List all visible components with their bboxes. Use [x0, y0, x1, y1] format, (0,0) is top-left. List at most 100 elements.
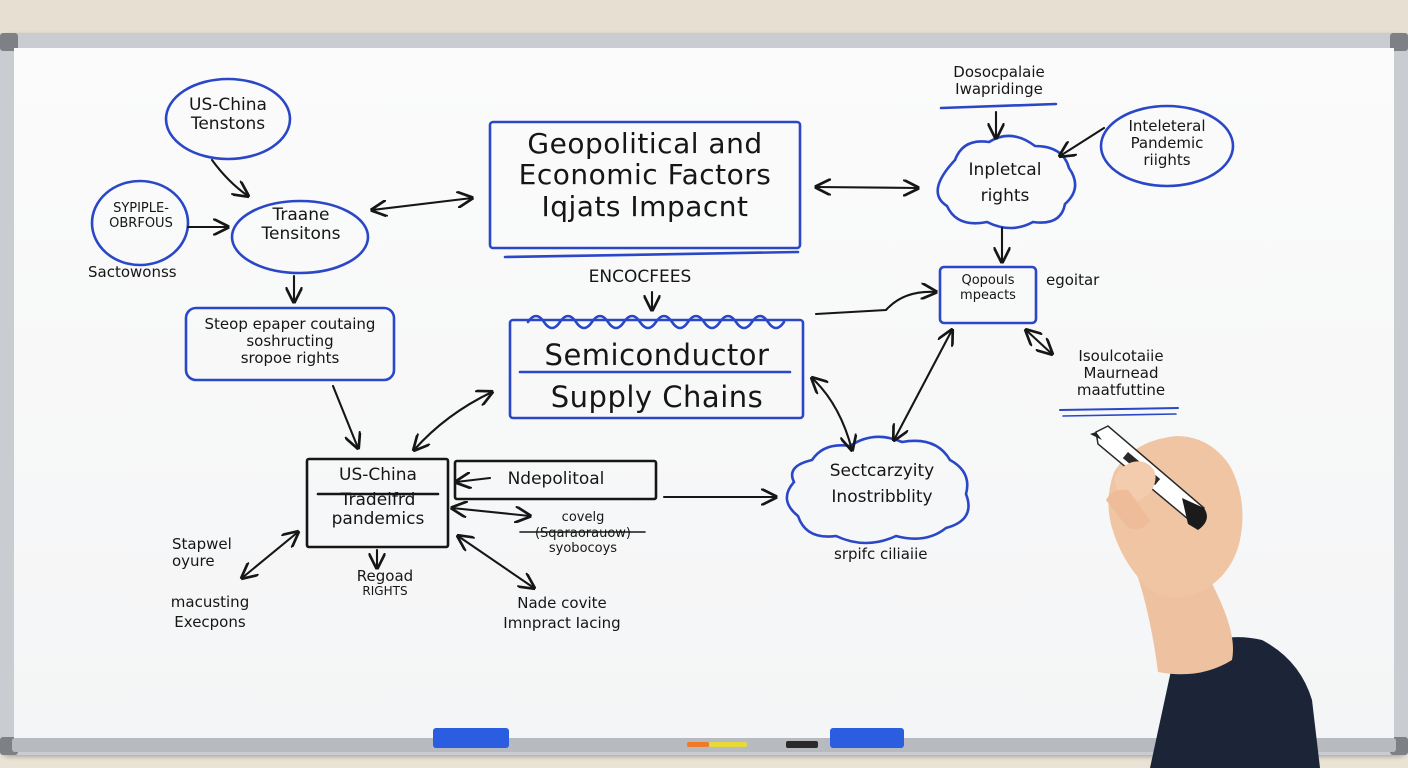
- node-line: (Sqaraorauow): [534, 525, 631, 541]
- dosocpalaie-label: Dosocpalaie Iwapridinge: [934, 64, 1064, 98]
- eraser-icon[interactable]: [786, 741, 818, 748]
- node-line: Tensitons: [261, 224, 341, 245]
- node-line: riights: [1143, 150, 1191, 169]
- node-line: Dosocpalaie: [953, 63, 1045, 81]
- isoulcotaiie-label: Isoulcotaiie Maurnead maatfuttine: [1054, 348, 1188, 398]
- blue-marker-right-icon[interactable]: [830, 728, 904, 748]
- node-line: Execpons: [174, 613, 246, 632]
- blue-marker-left-icon[interactable]: [433, 728, 509, 748]
- node-line: Imnpract Iacing: [503, 613, 621, 632]
- maatfuttine-underline: [1059, 407, 1179, 411]
- node-line: Inostribblity: [831, 487, 933, 508]
- trade-tensions-label: Traane Tensitons: [236, 205, 366, 245]
- node-line: Tradeifrd: [340, 490, 416, 511]
- orange-marker-icon[interactable]: [687, 742, 709, 747]
- main-title-box: [488, 120, 802, 250]
- arrow-title-cloud: [816, 187, 918, 188]
- us-china-pandemics-label: US-China Tradeifrd pandemics: [308, 465, 448, 530]
- nade-covite-label: Nade covite Imnpract Iacing: [482, 594, 642, 633]
- sactowonss-label: Sactowonss: [88, 263, 177, 281]
- arrow-trade-title: [372, 198, 472, 210]
- srpifc-label: srpifc ciliaiie: [834, 545, 928, 563]
- arrow-box-to-nade: [458, 536, 534, 588]
- geopolitical-impacts-box: [938, 265, 1038, 325]
- node-line: RIGHTS: [362, 583, 408, 598]
- arrow-step-down: [331, 384, 358, 448]
- node-line: Stapwel: [172, 535, 232, 553]
- inteleteral-ellipse: [1099, 104, 1235, 188]
- node-line: Traane: [272, 205, 330, 225]
- node-line: Qopouls: [961, 273, 1015, 288]
- node-line: Iwapridinge: [955, 79, 1043, 98]
- node-line: Steop epaper coutaing: [204, 315, 376, 333]
- node-line: SYPIPLE-: [113, 201, 169, 216]
- arrow-box-to-stapwel: [242, 532, 298, 578]
- arrow-semi-to-pandemics: [414, 392, 492, 450]
- semiconductor-line: Supply Chains: [550, 380, 764, 415]
- node-line: sropoe rights: [240, 348, 340, 367]
- title-line: Iqjats Impacnt: [541, 189, 749, 223]
- node-line: Tenstons: [190, 114, 266, 135]
- yellow-marker-icon[interactable]: [709, 742, 747, 747]
- step-coutaing-box: [184, 306, 396, 382]
- stapwel-label: Stapwel oyure: [172, 536, 232, 570]
- arrow-semi-to-secrity: [812, 378, 852, 450]
- node-line: OBRFOUS: [109, 215, 173, 231]
- node-line: soshructing: [246, 331, 334, 350]
- node-line: Inpletcal: [968, 160, 1042, 180]
- step-coutaing-label: Steop epaper coutaing soshructing sropoe…: [190, 316, 390, 366]
- dosocpalaie-underline: [939, 102, 1058, 110]
- node-line: macusting: [170, 593, 250, 611]
- encocfees-label: ENCOCFEES: [588, 267, 692, 287]
- node-line: maatfuttine: [1076, 380, 1166, 399]
- inpletcal-rights-label: Inpletcal rights: [940, 158, 1070, 209]
- arrow-tensions-to-trade: [210, 158, 248, 196]
- title-line: Geopolitical and: [527, 127, 763, 160]
- maatfuttine-underline-2: [1062, 413, 1177, 417]
- arrow-impacts-to-secrity: [894, 330, 952, 440]
- inteleteral-label: Inteleteral Pandemic riights: [1104, 118, 1230, 168]
- main-title-label: Geopolitical and Economic Factors Iqjats…: [494, 128, 796, 222]
- geopolitical-impacts-label: Qopouls mpeacts: [942, 273, 1034, 303]
- secrity-label: Sectcarzyity Inostribblity: [808, 458, 956, 511]
- covelg-label: covelg (Sqaraorauow) syobocoys: [516, 510, 650, 557]
- node-line: mpeacts: [960, 287, 1016, 303]
- node-line: Isoulcotaiie: [1078, 347, 1164, 365]
- node-line: rights: [980, 185, 1030, 206]
- secrity-cloud: [785, 435, 970, 545]
- semiconductor-wavy-edge: [526, 314, 786, 330]
- node-line: oyure: [172, 551, 215, 570]
- arrow-box-to-covelg: [452, 508, 530, 516]
- macusting-label: macusting Execpons: [146, 592, 274, 633]
- node-line: Pandemic: [1130, 133, 1204, 152]
- supply-obstacles-ellipse: [90, 179, 190, 267]
- semiconductor-label: Semiconductor Supply Chains: [512, 334, 802, 418]
- trade-tensions-ellipse: [230, 199, 370, 275]
- node-line: Nade covite: [517, 594, 607, 612]
- node-line: Inteleteral: [1128, 117, 1206, 135]
- ndepolitoal-label: Ndepolitoal: [507, 469, 605, 489]
- node-line: US-China: [189, 95, 267, 115]
- arrow-semi-to-impacts: [814, 292, 936, 316]
- node-line: covelg: [561, 510, 605, 525]
- frame-corner-top-right: [1390, 33, 1408, 51]
- node-line: Sectcarzyity: [829, 461, 935, 481]
- semiconductor-line: Semiconductor: [544, 338, 770, 372]
- arrow-inteleteral-to-cloud: [1060, 126, 1106, 156]
- arrow-ndepol-to-box: [456, 478, 492, 482]
- supply-obstacles-label: SYPIPLE- OBRFOUS: [96, 201, 186, 231]
- regoad-label: Regoad RIGHTS: [330, 568, 440, 598]
- title-line: Economic Factors: [518, 158, 772, 192]
- arrow-impacts-down-right: [1026, 330, 1052, 354]
- node-line: syobocoys: [548, 541, 618, 557]
- node-line: Maurnead: [1083, 363, 1159, 382]
- node-line: US-China: [339, 465, 417, 485]
- main-title-underline: [503, 250, 800, 259]
- node-line: Regoad: [356, 567, 414, 585]
- us-china-tensions-label: US-China Tenstons: [170, 95, 286, 135]
- us-china-pandemics-box: [305, 457, 450, 549]
- egoitar-label: egoitar: [1046, 271, 1100, 289]
- us-china-tensions-ellipse: [164, 77, 292, 161]
- node-line: pandemics: [331, 509, 425, 530]
